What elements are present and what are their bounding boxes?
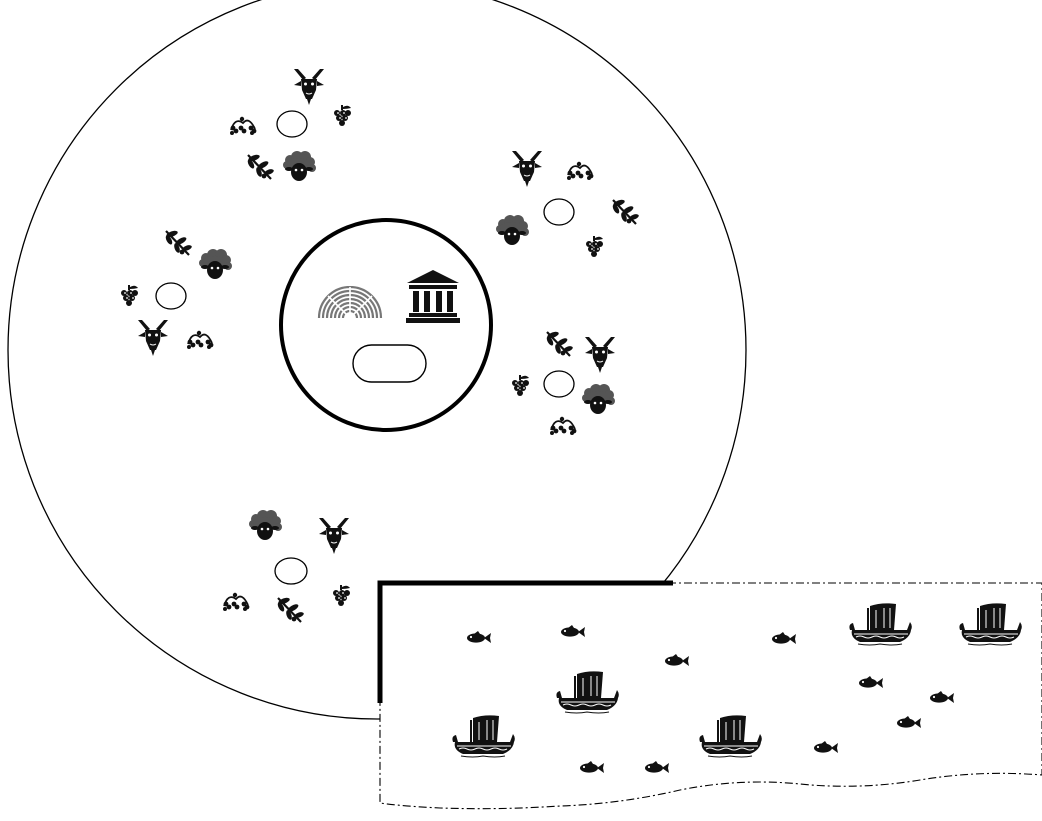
- vine-icon: [566, 160, 594, 180]
- goat-icon: [584, 336, 616, 374]
- coastline: [377, 580, 673, 703]
- grapes-icon: [333, 585, 350, 606]
- grapes-icon: [121, 285, 138, 306]
- village-marker: [274, 557, 308, 585]
- olive-icon: [246, 153, 274, 181]
- sheep-icon: [582, 384, 615, 414]
- grapes-icon: [334, 105, 351, 126]
- grapes-icon: [512, 375, 529, 396]
- olive-icon: [545, 330, 573, 358]
- agora-oval: [352, 344, 427, 383]
- vine-icon: [229, 115, 257, 135]
- village-marker: [543, 198, 575, 226]
- village-southeast: [512, 330, 616, 435]
- olive-icon: [611, 198, 639, 226]
- vine-icon: [186, 329, 214, 349]
- village-marker: [276, 110, 308, 138]
- sheep-icon: [249, 510, 282, 540]
- theatre-icon: [317, 286, 383, 320]
- village-east: [496, 150, 639, 257]
- village-marker: [543, 370, 575, 398]
- temple-icon: [406, 270, 460, 323]
- vine-icon: [549, 415, 577, 435]
- goat-icon: [511, 150, 543, 188]
- sheep-icon: [199, 249, 232, 279]
- olive-icon: [164, 229, 192, 257]
- goat-icon: [137, 319, 169, 357]
- grapes-icon: [586, 236, 603, 257]
- village-south: [222, 510, 350, 624]
- village-north: [229, 68, 351, 181]
- goat-icon: [293, 68, 325, 106]
- olive-icon: [276, 596, 304, 624]
- sheep-icon: [283, 151, 316, 181]
- goat-icon: [318, 517, 350, 555]
- village-west: [121, 229, 232, 357]
- vine-icon: [222, 591, 250, 611]
- sheep-icon: [496, 215, 529, 245]
- city-center-circle: [279, 218, 493, 432]
- village-marker: [155, 282, 187, 310]
- territory-circle: [7, 0, 747, 720]
